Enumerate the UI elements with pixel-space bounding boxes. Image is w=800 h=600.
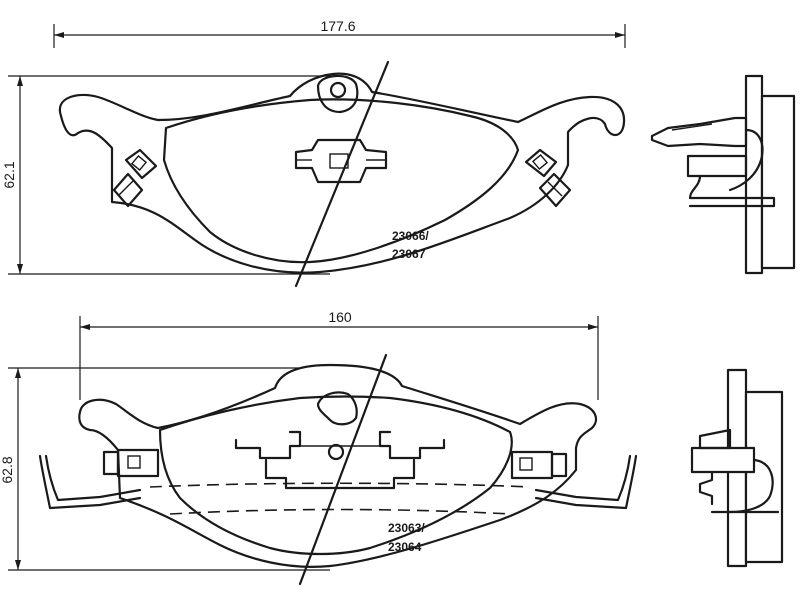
top-pad-width-dimension: 177.6: [53, 18, 626, 48]
bottom-pad-part-number-2: 23064: [388, 540, 422, 554]
bottom-pad-width-label: 160: [328, 309, 352, 325]
bottom-pad-wear-line-lower: [169, 508, 511, 515]
bottom-pad-height-dimension: 62.8: [0, 367, 330, 571]
top-pad-left-clip: [112, 148, 158, 208]
top-pad-side-profile: [650, 74, 796, 275]
top-pad-section-line: [294, 60, 390, 288]
top-pad-backing-plate: [58, 72, 626, 274]
top-pad-center-lug: [316, 74, 359, 114]
top-pad-width-label: 177.6: [320, 18, 355, 34]
bottom-pad-section-line: [298, 353, 388, 586]
bottom-pad-top-lug: [316, 391, 358, 426]
top-pad-friction-lining: [162, 98, 520, 264]
top-pad-height-label: 62.1: [1, 161, 17, 188]
top-pad-part-number-2: 23067: [392, 247, 426, 261]
bottom-pad-right-clip: [510, 450, 568, 480]
bottom-pad-center-clip: [234, 430, 446, 490]
bottom-pad-left-clip: [102, 448, 160, 478]
bottom-pad-left-spring-wing: [38, 454, 142, 510]
bottom-pad-height-label: 62.8: [0, 456, 15, 483]
top-pad-part-number-1: 23066/: [392, 229, 429, 243]
top-pad-height-dimension: 62.1: [1, 75, 330, 275]
bottom-pad-right-spring-wing: [534, 454, 638, 510]
bottom-pad-assembly: 160 62.8: [0, 309, 784, 586]
bottom-pad-friction-lining: [158, 395, 513, 556]
bottom-pad-wear-line-upper: [149, 482, 531, 488]
bottom-pad-part-number-1: 23063/: [388, 521, 425, 535]
bottom-pad-width-dimension: 160: [79, 309, 599, 400]
bottom-pad-backing-plate: [78, 363, 598, 568]
bottom-pad-side-profile: [690, 368, 784, 568]
top-pad-right-clip: [524, 148, 572, 208]
top-pad-assembly: 177.6 62.1: [1, 18, 796, 288]
